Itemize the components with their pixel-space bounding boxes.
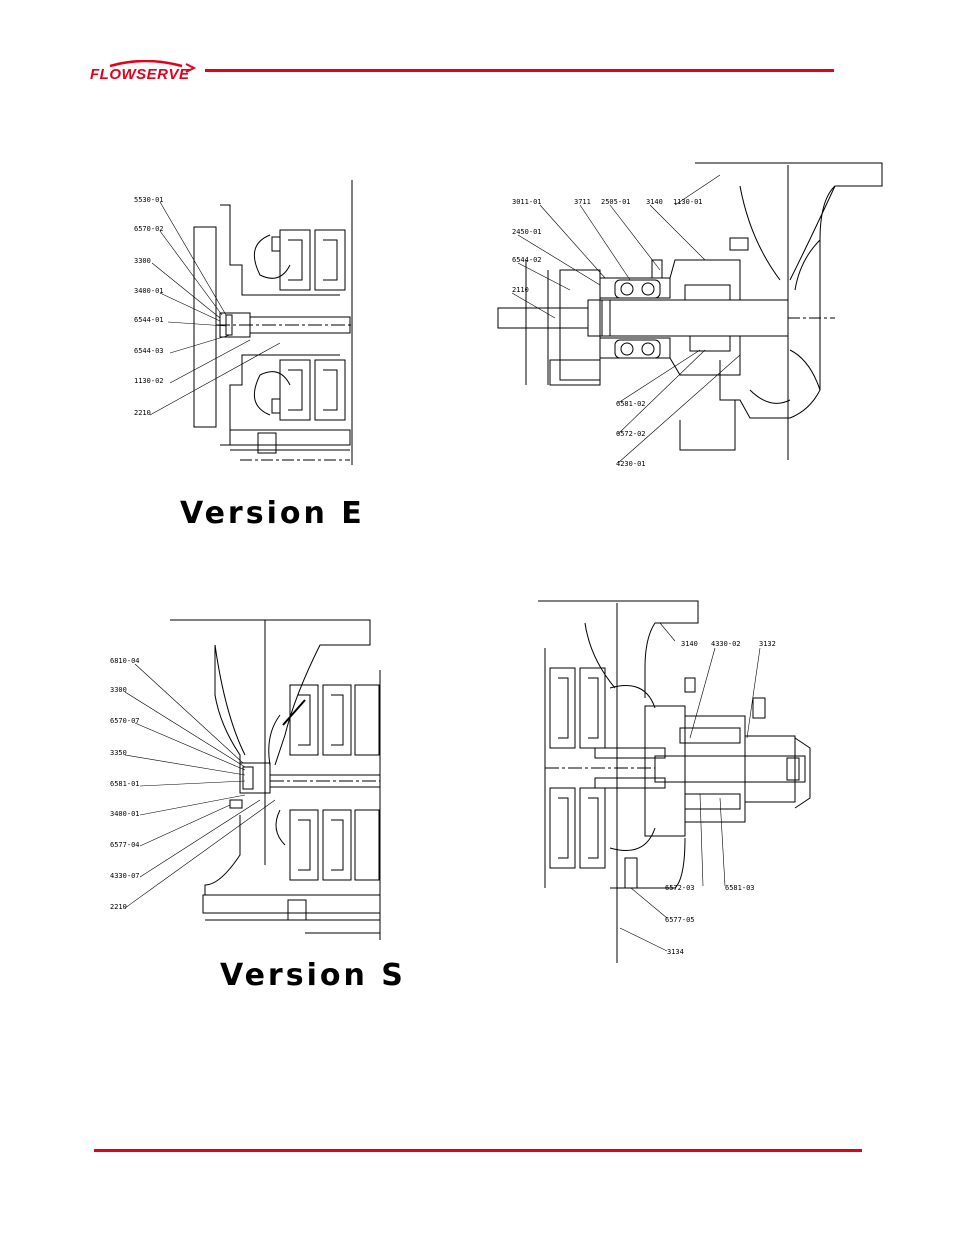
- version-e-caption: Version E: [180, 496, 365, 531]
- label-4230-01: 4230-01: [616, 460, 646, 468]
- non-drive-end-drawing: 3140 4330-02 3132 6572-03 6581-03 6577-0…: [538, 600, 811, 963]
- version-e-drawing: 5530-01 6570-02 3300 3400-01 6544-01 654…: [134, 180, 353, 465]
- label-4330-02: 4330-02: [711, 640, 741, 648]
- label-3132: 3132: [759, 640, 776, 648]
- label-2210: 2210: [134, 409, 151, 417]
- label-6544-01: 6544-01: [134, 316, 164, 324]
- drive-end-drawing: 3011-01 3711 2505-01 3140 1130-01 2450-0…: [497, 162, 883, 468]
- label-1130-02: 1130-02: [134, 377, 164, 385]
- version-s-drawing: 6810-04 3300 6570-07 3350 6581-01 3400-0…: [110, 619, 381, 940]
- label-3400-01: 3400-01: [110, 810, 140, 818]
- label-6572-03: 6572-03: [665, 884, 695, 892]
- label-2450-01: 2450-01: [512, 228, 542, 236]
- label-3300: 3300: [110, 686, 127, 694]
- label-6581-03: 6581-03: [725, 884, 755, 892]
- label-1130-01: 1130-01: [673, 198, 703, 206]
- footer-rule: [94, 1149, 862, 1152]
- label-3350: 3350: [110, 749, 127, 757]
- label-6570-02: 6570-02: [134, 225, 164, 233]
- label-6572-02: 6572-02: [616, 430, 646, 438]
- version-s-caption: Version S: [220, 958, 406, 993]
- label-6544-03: 6544-03: [134, 347, 164, 355]
- label-6544-02: 6544-02: [512, 256, 542, 264]
- flowserve-logo: FLOWSERVE: [90, 60, 200, 86]
- label-3011-01: 3011-01: [512, 198, 542, 206]
- label-4330-07: 4330-07: [110, 872, 140, 880]
- label-6577-04: 6577-04: [110, 841, 140, 849]
- label-6581-01: 6581-01: [110, 780, 140, 788]
- label-3300: 3300: [134, 257, 151, 265]
- brand-name: FLOWSERVE: [90, 66, 190, 83]
- label-6810-04: 6810-04: [110, 657, 140, 665]
- label-3140: 3140: [646, 198, 663, 206]
- label-3711: 3711: [574, 198, 591, 206]
- label-5530-01: 5530-01: [134, 196, 164, 204]
- label-3134: 3134: [667, 948, 684, 956]
- label-2210: 2210: [110, 903, 127, 911]
- header-rule: [205, 69, 834, 72]
- label-2505-01: 2505-01: [601, 198, 631, 206]
- label-3400-01: 3400-01: [134, 287, 164, 295]
- label-2110: 2110: [512, 286, 529, 294]
- label-3140: 3140: [681, 640, 698, 648]
- label-6581-02: 6581-02: [616, 400, 646, 408]
- label-6577-05: 6577-05: [665, 916, 695, 924]
- label-6570-07: 6570-07: [110, 717, 140, 725]
